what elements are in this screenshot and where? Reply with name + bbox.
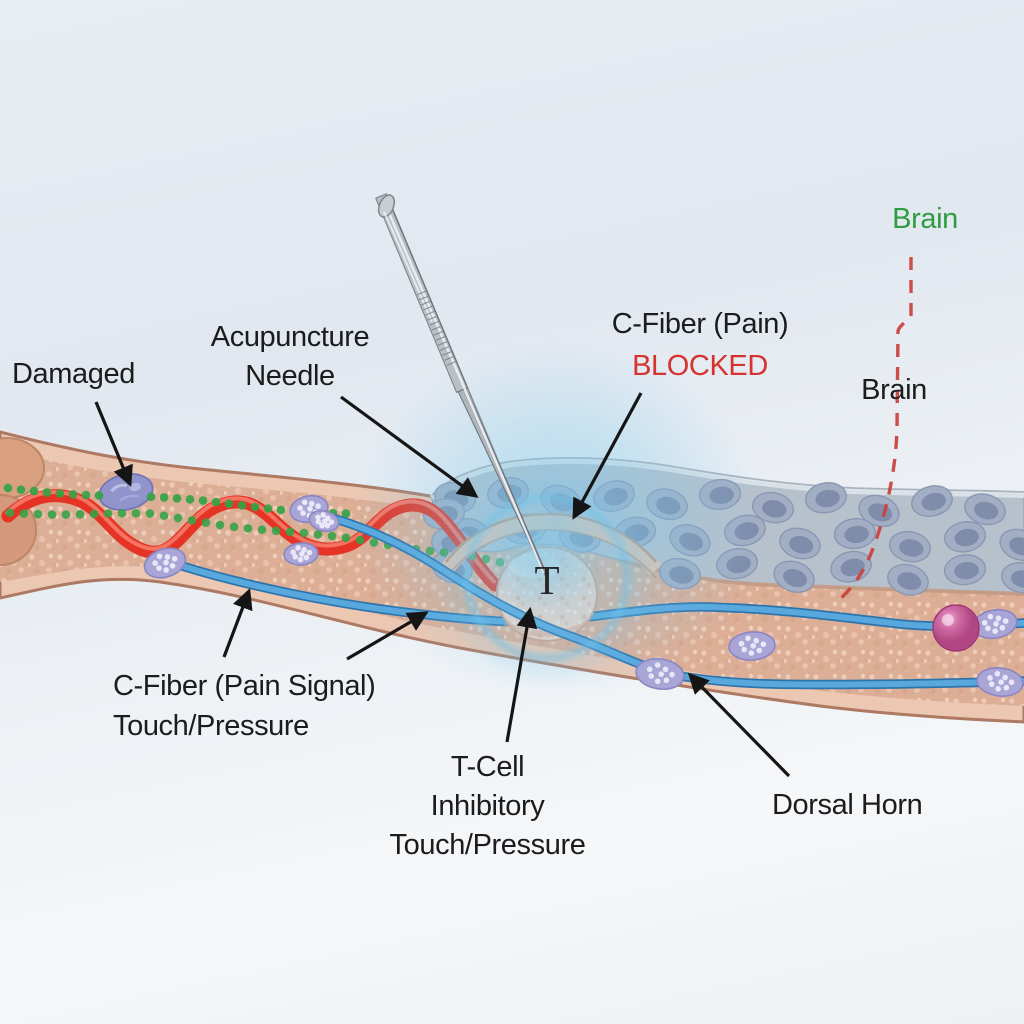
brain-pathway-dashed — [837, 257, 913, 602]
pain-signal-label: C-Fiber (Pain Signal) Touch/Pressure — [113, 666, 376, 746]
arrow-blocked — [572, 392, 643, 520]
t-cell-letter: T — [534, 557, 560, 603]
acupuncture-needle-label: Acupuncture Needle — [170, 318, 410, 396]
needle-glow — [353, 340, 763, 700]
c-fiber-blocked-label: C-Fiber (Pain) BLOCKED — [578, 303, 822, 387]
brain-label-green: Brain — [892, 203, 958, 235]
t-cell-label-line2: Inhibitory — [430, 790, 545, 822]
annotation-arrows — [94, 392, 791, 778]
arrow-dorsal-horn — [687, 672, 791, 778]
arrow-damaged — [94, 401, 133, 487]
brain-label: Brain — [861, 374, 927, 406]
pain-signal-label-line1: C-Fiber (Pain Signal) — [113, 670, 376, 702]
t-cell-label-line3: Touch/Pressure — [389, 829, 586, 861]
arrow-needle — [340, 395, 479, 498]
acupuncture-needle-label-line1: Acupuncture — [210, 321, 370, 353]
damaged-label: Damaged — [12, 358, 135, 390]
pain-signal-label-line2: Touch/Pressure — [113, 710, 309, 742]
arrow-t-cell — [505, 606, 538, 743]
t-cell-label: T-Cell Inhibitory Touch/Pressure — [360, 748, 615, 865]
acupuncture-needle — [375, 193, 549, 579]
needle-ribs — [416, 290, 456, 366]
dorsal-horn-label: Dorsal Horn — [772, 789, 923, 821]
c-fiber-pain-label: C-Fiber (Pain) — [611, 308, 789, 340]
blocked-label: BLOCKED — [632, 350, 768, 382]
t-cell-label-line1: T-Cell — [450, 751, 525, 783]
arrow-touch-pressure — [346, 611, 429, 661]
acupuncture-needle-label-line2: Needle — [245, 360, 335, 392]
pink-cell — [932, 604, 980, 652]
arrow-pain-signal — [222, 588, 253, 658]
